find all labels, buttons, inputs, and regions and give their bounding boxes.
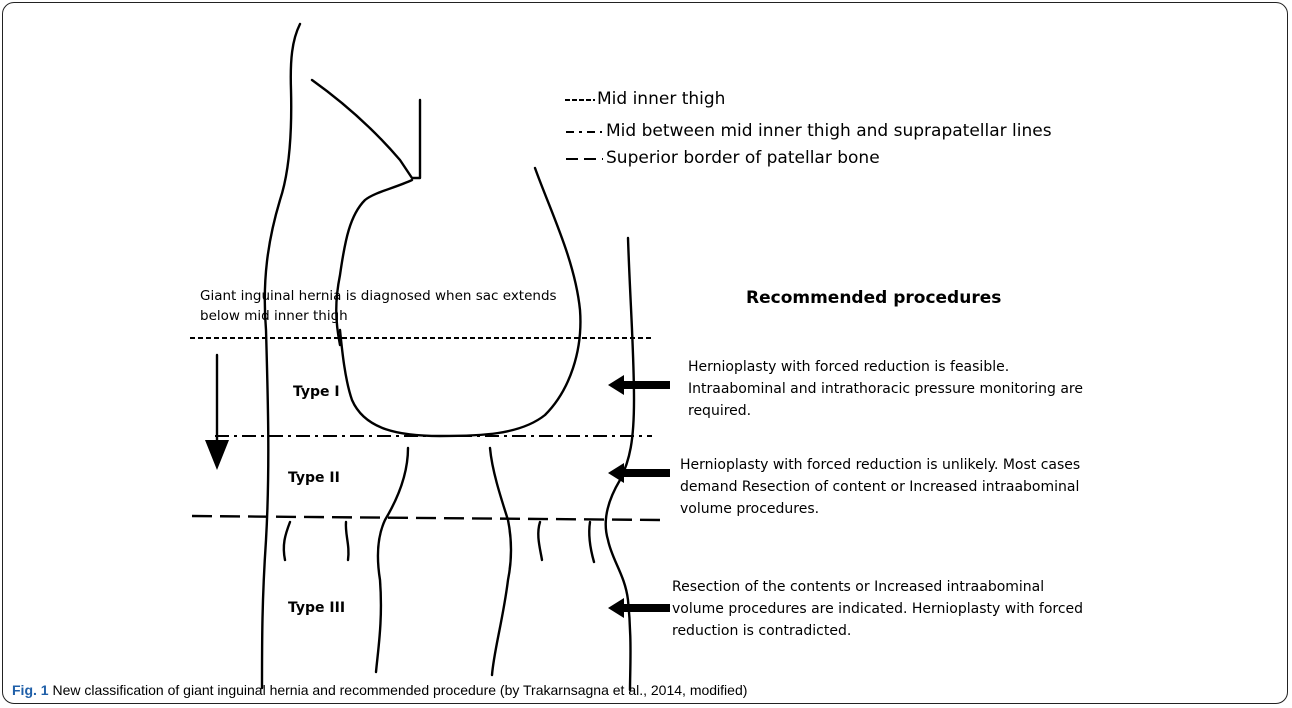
procedure-type-3: Resection of the contents or Increased i… (672, 576, 1092, 642)
legend-item-mid-inner-thigh: Mid inner thigh (597, 89, 725, 109)
arrow-type2-icon (608, 463, 670, 483)
figure-caption: Fig. 1 New classification of giant ingui… (12, 682, 747, 698)
arrow-type3-icon (608, 598, 670, 618)
procedures-heading: Recommended procedures (746, 288, 1001, 308)
arrow-type1-icon (608, 375, 670, 395)
type-2-label: Type II (288, 470, 340, 486)
procedure-type-2: Hernioplasty with forced reduction is un… (680, 454, 1090, 520)
down-arrow-icon (205, 440, 229, 470)
type-1-label: Type I (293, 384, 340, 400)
legend-item-mid-between: Mid between mid inner thigh and suprapat… (606, 121, 1052, 141)
diagnosis-note: Giant inguinal hernia is diagnosed when … (200, 286, 580, 326)
caption-text: New classification of giant inguinal her… (52, 682, 747, 698)
patellar-border-line (192, 516, 660, 520)
left-thigh-outline (262, 24, 300, 688)
legend-item-patellar-border: Superior border of patellar bone (606, 148, 880, 168)
procedure-type-1: Hernioplasty with forced reduction is fe… (688, 356, 1098, 422)
type-3-label: Type III (288, 600, 345, 616)
penis-outline (312, 80, 420, 178)
right-thigh-outline (606, 238, 634, 690)
caption-label: Fig. 1 (12, 682, 49, 698)
